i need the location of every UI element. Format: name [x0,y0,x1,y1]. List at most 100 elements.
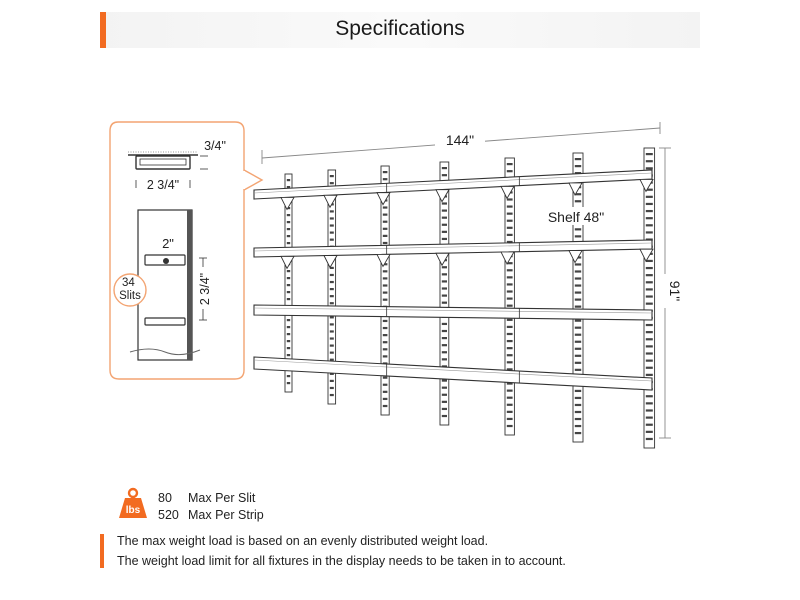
rail-slit [329,266,334,270]
rail-slit [329,182,334,185]
rail-slit [382,404,388,408]
rail-slit [506,233,513,236]
rail-slit [645,402,653,405]
rail-slit [506,417,513,421]
rail-slit [506,332,513,336]
rail-slit [382,206,388,209]
shelf-bracket [376,192,391,206]
rail-slit [286,375,291,378]
rail-slit [329,288,334,291]
rail-slit [329,175,334,178]
rail-slit [506,424,513,428]
rail-slit [286,354,291,357]
rail-slit [645,338,653,341]
rail-slit [329,238,334,241]
rail-slit [441,174,447,177]
rail-slit [441,379,447,382]
rail-slit [574,291,582,294]
shelf-edge [253,242,653,252]
rail-slit [506,396,513,399]
rail-slit [645,302,653,305]
rail-slit [286,277,291,280]
rail-slit [382,355,388,358]
total-height-label: 91" [667,281,683,302]
rail-slit [286,333,291,336]
rail-slit [441,407,447,411]
rail-slit [382,270,388,273]
rail-slit [506,205,513,208]
rail-slit [441,393,447,396]
rail-slit [574,228,582,231]
rail-slit [441,386,447,389]
overall-dimension-lines [261,122,671,439]
rail-slit [382,178,388,181]
rail-slit [645,430,653,433]
rail-slit [574,403,582,407]
rail-slit [329,351,334,354]
rail-slit [574,354,582,357]
rail-slit [506,269,513,272]
weight-icon-label: lbs [126,505,141,516]
rail-slit [506,212,513,215]
rail-slit [645,217,653,220]
slit-width-label: 2" [162,236,174,251]
rail-slit [382,291,388,294]
shelf-bracket [280,255,295,270]
rail-slit [382,227,388,230]
rail-slit [506,361,513,364]
rail-slit [441,294,447,297]
note-line-1: The max weight load is based on an evenl… [117,534,489,548]
rail-slit [645,274,653,277]
rail-slit [329,217,334,220]
note-accent-bar [100,534,104,568]
strip-depth-label: 3/4" [204,139,226,153]
rail-slit [506,198,513,201]
rail-slit [441,287,447,290]
rail-slit [506,354,513,357]
rail-slit [506,389,513,392]
rail-slit [329,280,334,284]
header-bar [100,12,700,48]
rail-slit [329,210,334,213]
rail-slit [574,193,582,196]
rail-slit [382,263,388,266]
rail-slit [574,172,582,175]
rail-slit [574,389,582,393]
rail-slit [382,220,388,223]
rail-slit [441,365,447,368]
rail-slit [329,358,334,361]
rail-slit [382,284,388,287]
rail-slit [286,326,291,329]
rail-slit [382,241,388,245]
rail-slit [574,333,582,336]
rail-slit [645,259,653,263]
rail-slit [382,376,388,379]
rail [380,165,390,416]
shelf [253,356,653,391]
rail-slit [382,326,388,330]
rail-slit [645,423,653,426]
rail-slit [329,273,334,277]
rail-slit [645,224,653,227]
rail-slit [506,290,513,293]
rail-slit [382,390,388,393]
rail-slit [506,347,513,350]
load-per-strip-value: 520 [158,508,179,522]
rail-slit [506,170,513,173]
shelf-bracket [500,185,515,200]
rail-slit [441,414,447,418]
shelf [253,239,653,258]
rail-slit [441,209,447,212]
rail-slit [506,325,513,329]
rail-slit [329,316,334,319]
rail-slit [441,216,447,219]
shelf-bracket [639,178,654,193]
rail-slit [441,167,447,170]
rail-slit [441,329,447,333]
page-title: Specifications [335,17,465,40]
rail-slit [441,301,447,304]
shelf-edge [253,359,653,382]
rail-slit [286,340,291,343]
